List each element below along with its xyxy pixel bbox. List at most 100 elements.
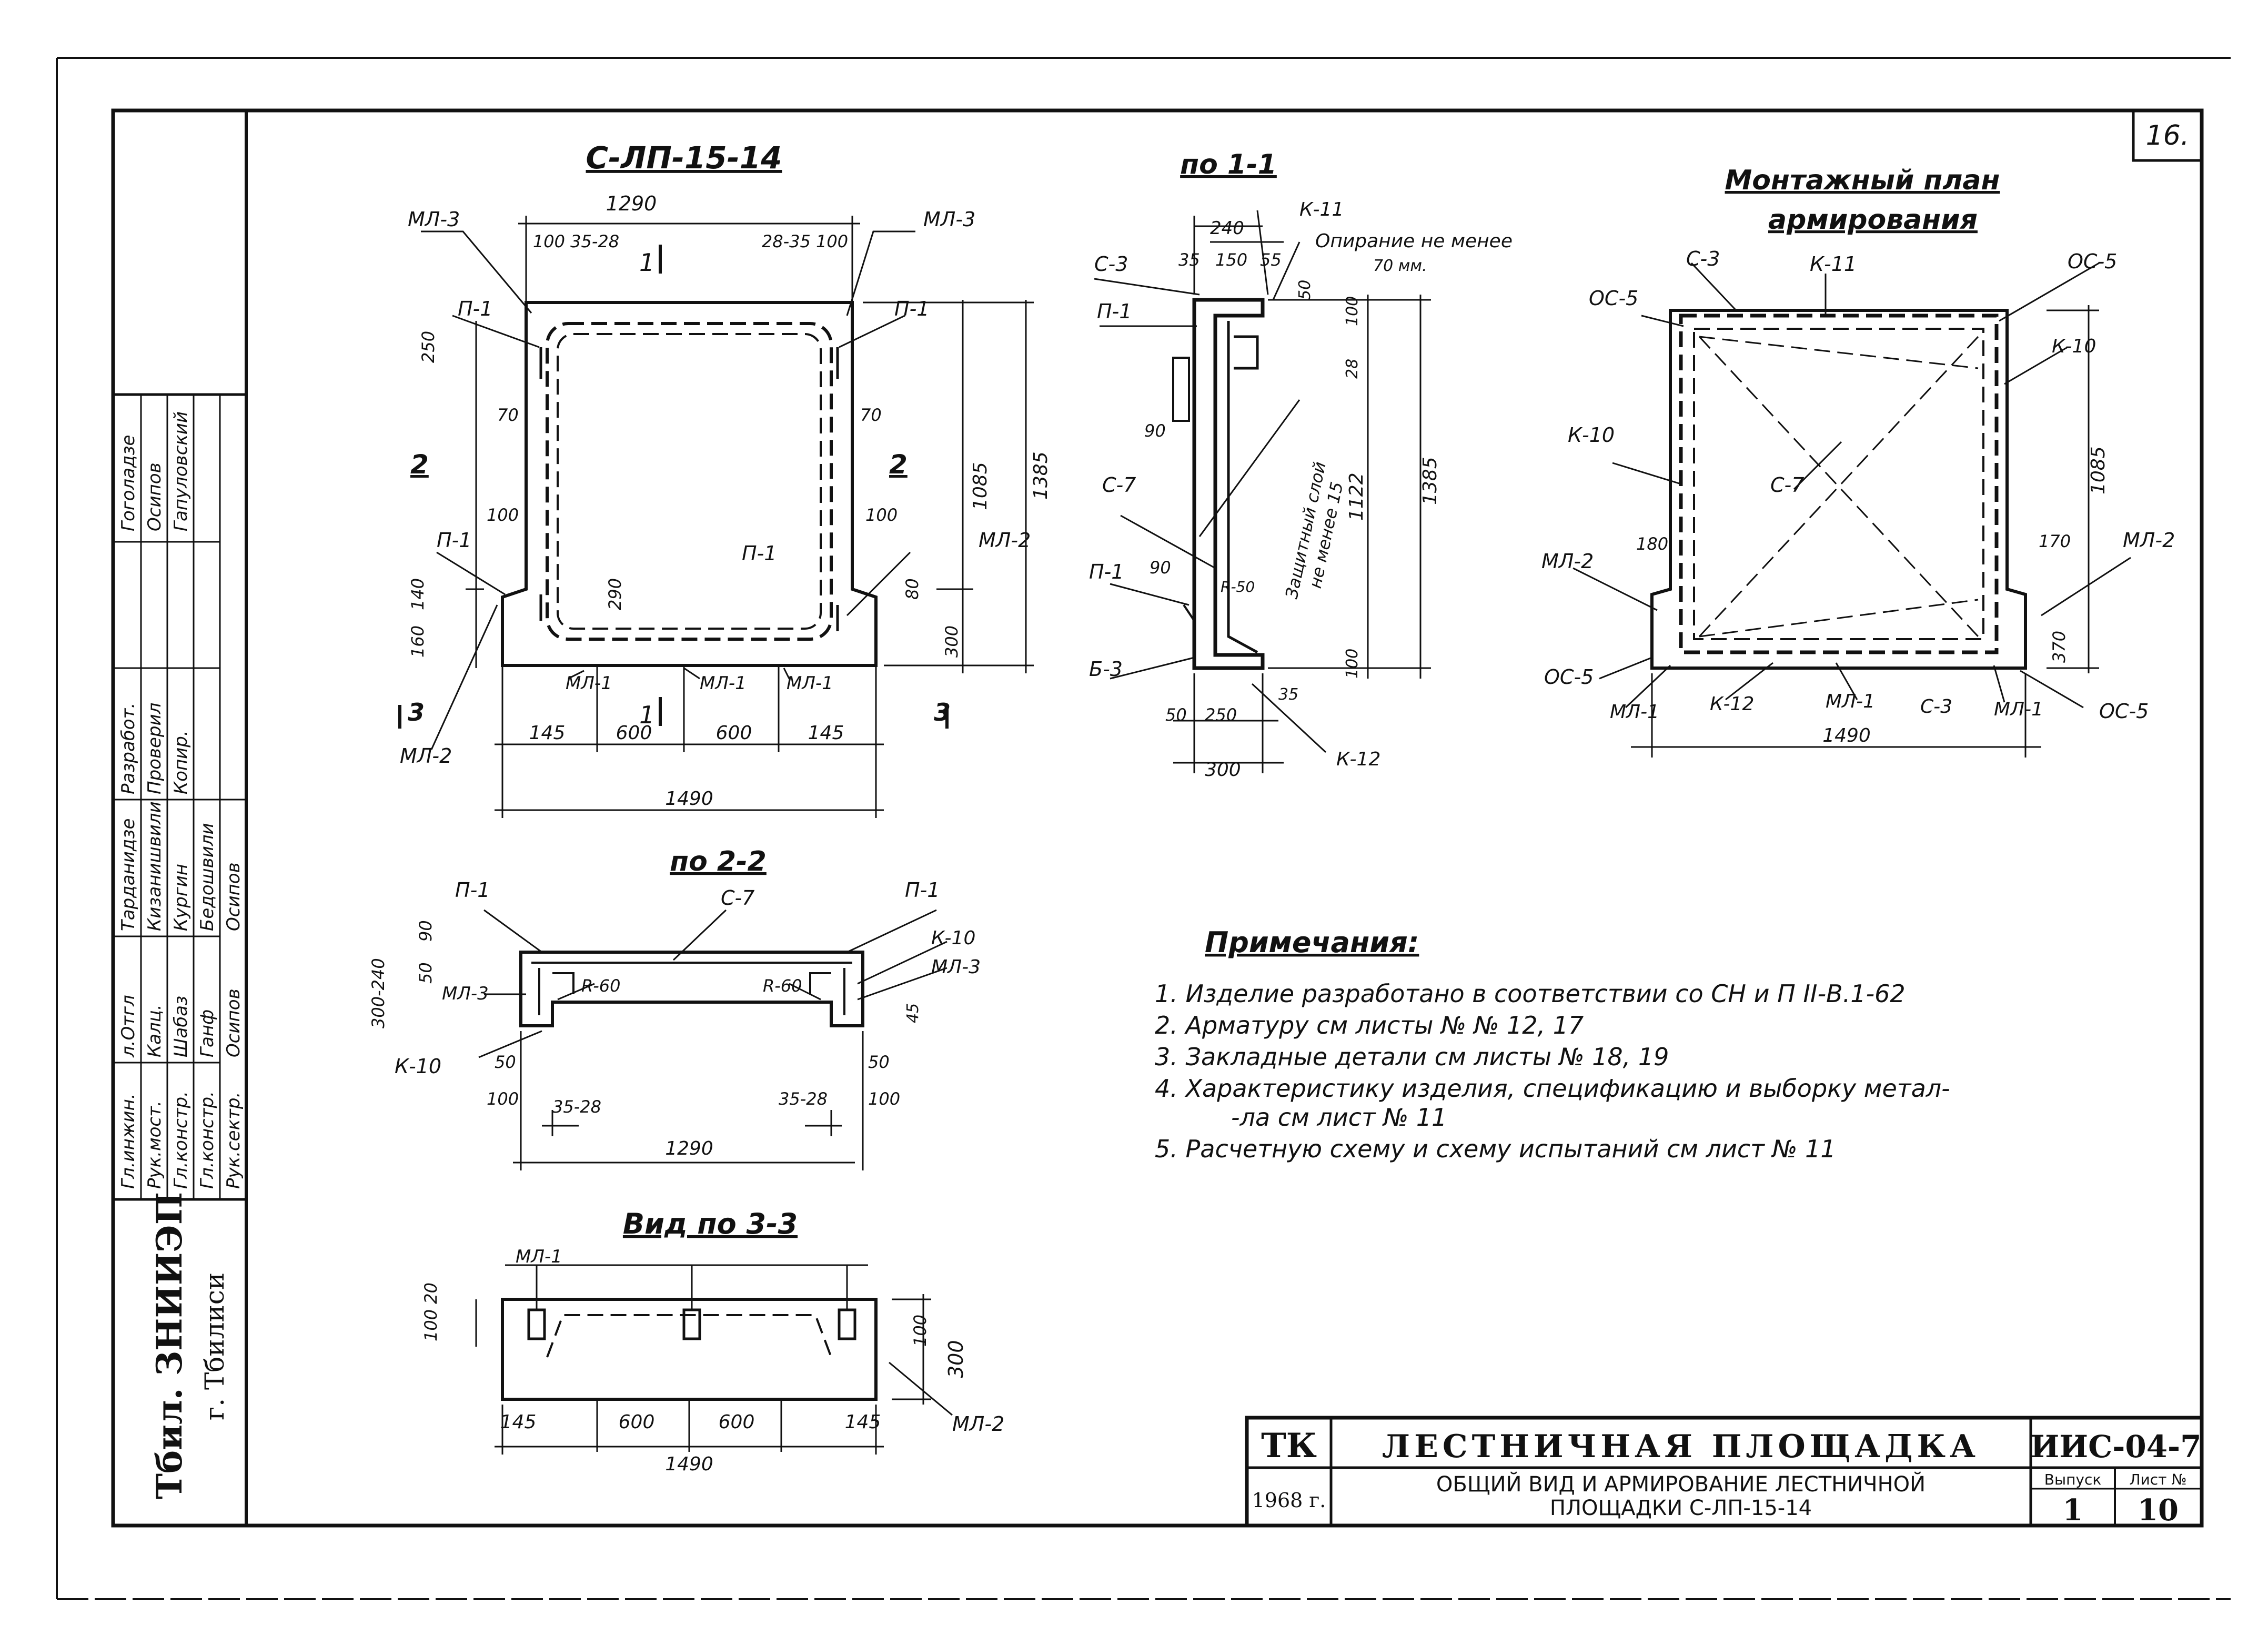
label-ml2-b: МЛ-2 bbox=[979, 529, 1031, 552]
s11-dim-300: 300 bbox=[1205, 759, 1241, 781]
label-p1-d: П-1 bbox=[742, 542, 777, 565]
main-dim-1085: 1085 bbox=[970, 462, 991, 510]
s11-dim-240: 240 bbox=[1210, 218, 1244, 239]
s22-label-k10a: К-10 bbox=[931, 927, 975, 949]
s22-dim-50c: 50 bbox=[868, 1052, 890, 1072]
label-p1-b: П-1 bbox=[894, 297, 929, 320]
mp-dim-1490: 1490 bbox=[1822, 725, 1871, 746]
stamp-sign-1: л.Отгл bbox=[118, 995, 139, 1058]
s11-dim-150: 150 bbox=[1215, 250, 1247, 270]
note-3: 3. Закладные детали см листы № 18, 19 bbox=[1155, 1043, 1669, 1071]
title-block-subtitle-2: ПЛОЩАДКИ С-ЛП-15-14 bbox=[1550, 1496, 1812, 1520]
mp-dim-1085: 1085 bbox=[2088, 446, 2109, 494]
title-block-year: 1968 г. bbox=[1252, 1489, 1326, 1512]
title-block-issue-label: Выпуск bbox=[2044, 1471, 2102, 1488]
main-section-2-right: 2 bbox=[889, 449, 908, 480]
s11-dim-90a: 90 bbox=[1144, 421, 1166, 441]
title-block-subtitle-1: ОБЩИЙ ВИД И АРМИРОВАНИЕ ЛЕСТНИЧНОЙ bbox=[1436, 1471, 1926, 1497]
note-5: 5. Расчетную схему и схему испытаний см … bbox=[1155, 1135, 1836, 1163]
title-block-code: ТК bbox=[1261, 1426, 1317, 1466]
stamp-name-3: Кургин bbox=[170, 864, 191, 931]
main-section-2-left: 2 bbox=[410, 449, 429, 480]
stamp-name-1: Тарданидзе bbox=[118, 819, 139, 931]
staff-role-3: Копир. bbox=[170, 730, 191, 794]
left-stamp bbox=[113, 393, 246, 1201]
stamp-name-2: Кизанишвили bbox=[144, 801, 165, 931]
main-dim-140: 140 bbox=[408, 578, 428, 610]
main-section-3-right: 3 bbox=[934, 698, 951, 726]
mp-label-ml2a: МЛ-2 bbox=[1541, 550, 1594, 573]
mp-label-s3b: С-3 bbox=[1920, 696, 1952, 718]
s22-dim-100a: 100 bbox=[487, 1089, 519, 1109]
v33-dim-145b: 145 bbox=[845, 1411, 881, 1433]
mp-label-k12: К-12 bbox=[1710, 693, 1754, 715]
s22-dim-300240: 300-240 bbox=[368, 958, 388, 1028]
s11-note-support: Опирание не менее bbox=[1315, 230, 1513, 252]
mp-label-ml2b: МЛ-2 bbox=[2123, 529, 2175, 552]
s22-dim-3528a: 35-28 bbox=[552, 1097, 601, 1117]
main-dim-145a: 145 bbox=[529, 722, 566, 744]
mp-label-ml1c: МЛ-1 bbox=[1994, 699, 2043, 720]
mp-label-s3a: С-3 bbox=[1686, 247, 1720, 270]
main-section-1-top: 1 bbox=[639, 248, 654, 277]
s11-note-support2: 70 мм. bbox=[1373, 257, 1427, 275]
stamp-role-5: Рук.сектр. bbox=[223, 1092, 244, 1189]
s11-label-k12: К-12 bbox=[1336, 749, 1380, 770]
main-dim-100b: 100 bbox=[865, 505, 898, 525]
mount-plan: Монтажный план армирования bbox=[1573, 165, 2131, 758]
main-dim-300: 300 bbox=[942, 625, 962, 658]
label-ml1-b: МЛ-1 bbox=[700, 673, 747, 694]
v33-label-ml1: МЛ-1 bbox=[516, 1246, 562, 1267]
s22-dim-1290: 1290 bbox=[665, 1138, 713, 1159]
stamp-role-4: Гл.констр. bbox=[197, 1091, 218, 1189]
label-ml2-a: МЛ-2 bbox=[400, 744, 452, 768]
label-p1-c: П-1 bbox=[437, 529, 471, 552]
s22-r60a: R-60 bbox=[581, 976, 621, 996]
page-number: 16. bbox=[2146, 120, 2190, 152]
outer-border bbox=[56, 57, 2231, 1600]
s11-dim-28: 28 bbox=[1343, 359, 1362, 379]
s11-label-p1a: П-1 bbox=[1097, 300, 1132, 323]
stamp-sign-5: Осипов bbox=[223, 988, 244, 1057]
section-2-2-title: по 2-2 bbox=[670, 846, 767, 877]
s22-dim-50b: 50 bbox=[495, 1052, 516, 1072]
v33-dim-1490: 1490 bbox=[665, 1453, 713, 1475]
mp-dim-170: 170 bbox=[2039, 531, 2071, 551]
s11-dim-50: 50 bbox=[1296, 280, 1314, 300]
main-dim-70b: 70 bbox=[860, 405, 882, 425]
main-section-1-bottom: 1 bbox=[639, 701, 654, 729]
s22-dim-3528b: 35-28 bbox=[779, 1089, 828, 1109]
s11-label-s7: С-7 bbox=[1102, 473, 1136, 497]
main-dim-100a: 100 bbox=[487, 505, 519, 525]
section-1-1: по 1-1 bbox=[1094, 149, 1431, 773]
s22-dim-45: 45 bbox=[904, 1003, 922, 1023]
main-dim-600a: 600 bbox=[616, 722, 652, 744]
mp-label-k11: К-11 bbox=[1810, 253, 1857, 276]
s22-r60b: R-60 bbox=[763, 976, 802, 996]
s22-label-ml3a: МЛ-3 bbox=[442, 983, 489, 1004]
main-dim-top: 1290 bbox=[606, 192, 657, 215]
v33-dim-100: 100 bbox=[910, 1315, 930, 1347]
main-dim-290: 290 bbox=[605, 578, 625, 610]
main-dim-right-part: 28-35 100 bbox=[762, 231, 848, 251]
mount-plan-title-2: армирования bbox=[1768, 204, 1978, 236]
stamp-sign-2: Калц. bbox=[144, 1004, 165, 1057]
s11-label-p1b: П-1 bbox=[1089, 560, 1124, 583]
s11-r50: R-50 bbox=[1221, 578, 1255, 595]
label-ml3-right: МЛ-3 bbox=[923, 208, 975, 231]
s11-dim-55: 55 bbox=[1260, 250, 1282, 270]
s11-dim-1122: 1122 bbox=[1346, 472, 1367, 521]
view-3-3-title: Вид по 3-3 bbox=[623, 1207, 798, 1240]
label-ml1-a: МЛ-1 bbox=[566, 673, 612, 694]
main-dim-70a: 70 bbox=[497, 405, 519, 425]
staff-name-3: Гапуловский bbox=[170, 411, 191, 531]
staff-name-2: Осипов bbox=[144, 462, 165, 531]
s11-label-b3: Б-3 bbox=[1089, 658, 1123, 681]
v33-dim-300: 300 bbox=[944, 1340, 967, 1378]
main-dim-1490: 1490 bbox=[665, 788, 713, 810]
s11-dim-35: 35 bbox=[1178, 250, 1200, 270]
s22-label-k10b: К-10 bbox=[395, 1055, 441, 1078]
main-section-3-left: 3 bbox=[408, 698, 425, 726]
s11-dim-100b: 100 bbox=[1343, 649, 1362, 679]
